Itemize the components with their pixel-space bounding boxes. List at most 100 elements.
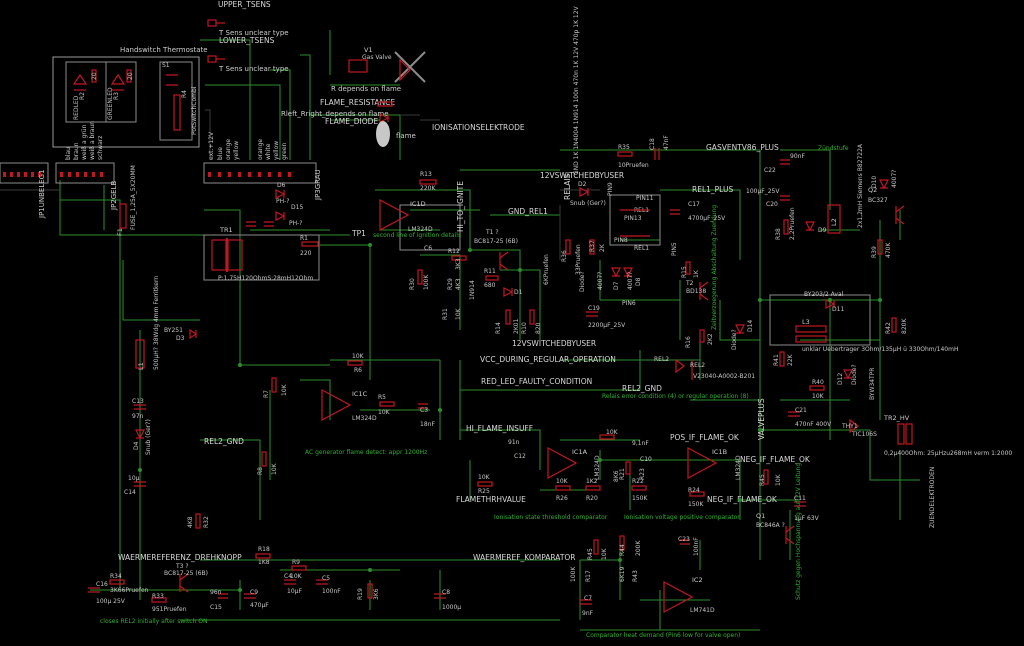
r42-value: 820K — [901, 318, 908, 334]
lower-tsens-label: LOWER_TSENS — [219, 36, 275, 45]
r44-label: R44 — [619, 544, 626, 556]
rel1-vertical-label: RELAIS — [563, 173, 572, 200]
r31-label: R31 — [442, 308, 449, 320]
c15-value: 96n — [210, 589, 222, 596]
d2-value: Snub (Ger?) — [570, 200, 606, 207]
upper-tsens-label: UPPER_TSENS — [218, 0, 271, 9]
jp2-label: JP2GELB — [110, 181, 118, 211]
jp3-wire-4: orange — [257, 139, 264, 160]
q2-label: Q2 — [868, 186, 877, 194]
r21-label: R21 — [619, 468, 626, 480]
r22-value: 150K — [632, 495, 648, 502]
c10-label: C10 — [640, 456, 652, 463]
diode-d11: BY203/2 Aval D11 — [804, 291, 844, 313]
handswitch-title: Handswitch Thermostate — [120, 46, 208, 54]
r19-c8: R19 3K6 C8 1000µ — [357, 583, 461, 611]
r15-label: R15 — [681, 266, 688, 278]
r9-value: 10K — [290, 573, 303, 580]
c3-value: 18nF — [420, 421, 435, 428]
c7-value: 9nF — [582, 610, 594, 617]
r12-label: R12 — [448, 248, 460, 255]
jp2-wire-1: blau — [65, 147, 72, 160]
d7-label: D7 — [613, 281, 620, 290]
gas-valve: V1 Gas Valve — [348, 46, 426, 83]
d15-label: D15 — [291, 204, 303, 211]
r17-value: 100K — [570, 566, 577, 582]
rel2-gnd-left: REL2_GND — [204, 437, 244, 446]
ic2-value: LM741D — [690, 607, 715, 614]
r-depends-label: R depends on flame — [331, 85, 401, 93]
d14-value: Diode? — [731, 329, 738, 350]
relay-rel2: REL2 REL2 V23040-A0002-B201 — [654, 356, 755, 380]
s1-label: S1 — [162, 62, 170, 69]
tp1-label: TP1 — [351, 229, 366, 238]
rel2-label: REL2 — [654, 356, 669, 363]
hi-flame-insuff-label: HI_FLAME_INSUFF — [466, 424, 533, 433]
r-10k-pair: R8 10K — [257, 451, 278, 475]
tr1-value: P:1,75H120OhmS:28mH12Ohm — [218, 275, 313, 282]
transistor-q2: Q2 BC327 D10 4007? — [868, 170, 905, 225]
r25-value: 10K — [478, 474, 491, 481]
d1-label: D1 — [514, 289, 523, 296]
neg-if-flame-ok-label: NEG_IF_FLAME_OK — [740, 455, 811, 464]
r22-label: R22 — [632, 478, 644, 485]
d3-value: BY251 — [164, 327, 183, 334]
r32: 4K8 R32 — [187, 513, 210, 529]
ionisation-label: IONISATIONSELEKTRODE — [432, 123, 525, 132]
v1-label: V1 — [364, 46, 373, 54]
r12-value: 3K3 — [455, 258, 462, 270]
r11-d1: R11 680 D1 1N914 — [469, 268, 523, 300]
r5-label: R5 — [378, 394, 386, 401]
c23-value: 100nF — [693, 537, 700, 556]
r5-value: 10K — [378, 409, 391, 416]
r7-label: R7 — [263, 390, 270, 398]
ic2-label: IC2 — [692, 576, 703, 584]
r14-value: 2K01 — [513, 318, 520, 334]
c5-label: C5 — [322, 575, 330, 582]
r18-r9-c4-c5: R18 1K8 R9 10K C4 10µF C5 100nF — [255, 546, 341, 595]
r11-value: 680 — [484, 282, 496, 289]
c22-value: 90nF — [790, 153, 805, 160]
c8-label: C8 — [442, 589, 450, 596]
pin6-label: PIN6 — [622, 300, 636, 307]
jp3-wire-7: green — [281, 142, 288, 160]
relais-error-note: Relais error condition (4) or regular op… — [602, 393, 749, 400]
tsens-unclear-2: T Sens unclear type — [218, 65, 289, 73]
cap-c19: C19 2200µF_25V — [586, 305, 626, 329]
d6-d15-diodes: D6 PH-? D15 PH-? — [275, 182, 303, 227]
q2-value: BC327 — [868, 197, 888, 204]
jp2-wire-4: weiß a braun — [89, 121, 96, 160]
d11-label: D11 — [832, 306, 844, 313]
jp3-label: JP3GRAU — [314, 169, 322, 201]
t3-label: T3 ? — [175, 563, 189, 570]
q1-value: BC846A ? — [756, 522, 785, 529]
ic1d-outline — [399, 204, 461, 251]
ic1c-label: IC1C — [352, 390, 368, 398]
d15-value: PH-? — [289, 220, 302, 227]
potswitch-outline — [159, 61, 193, 141]
jp3-wire-2: orange — [225, 139, 232, 160]
r-pair-label: R8 — [257, 467, 264, 475]
jp3-wire-3: yellow — [233, 141, 240, 160]
d8-value: 4007? — [627, 272, 634, 290]
t3-value: BC817-25 (6B) — [164, 570, 208, 577]
potswitch-value: PotSwitchCombi — [191, 86, 198, 135]
r29-label: R29 — [447, 278, 454, 290]
r30-label: R30 — [409, 278, 416, 290]
rel2-gnd-right: REL2_GND — [622, 384, 662, 393]
r33-label: R33 — [152, 593, 164, 600]
opamp-ic1d: IC1D LM324D second line of ignition deta… — [373, 198, 461, 239]
l1-label: L1 — [137, 362, 145, 370]
pos-if-flame-ok-label: POS_IF_FLAME_OK — [670, 433, 740, 442]
rleft-rright-label: Rleft_Rright_depends on flame — [281, 110, 389, 118]
d4-value: Snub (Ger?) — [145, 419, 152, 455]
r39-label: R39 — [871, 246, 878, 258]
comparator-heat-note: Comparator heat demand (Pin6 low for val… — [586, 632, 740, 639]
flame-diode-label: FLAME_DIODE — [325, 117, 378, 126]
d4-label: D4 — [133, 441, 140, 450]
c15-c9: 96n C15 C9 470µF — [210, 589, 269, 611]
opamp-ic1a: IC1A LM324D 10K 91n C12 — [508, 429, 619, 480]
thy1-value-prefix: THY1 — [841, 423, 858, 430]
redled-part: R2 20 REDLED — [72, 69, 98, 120]
flame-diode-symbol — [379, 113, 390, 123]
